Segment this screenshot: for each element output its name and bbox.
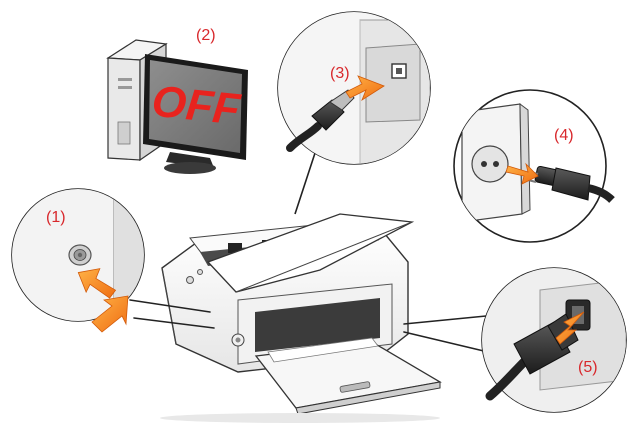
callout-5-ac-inlet: (5) [482, 268, 629, 418]
callout-1-power-button: (1) [10, 185, 154, 332]
step-label-3: (3) [330, 65, 350, 82]
printer-icon [160, 214, 440, 423]
step-label-5: (5) [578, 359, 598, 376]
step-label-1: (1) [46, 209, 66, 226]
callout-3-usb-cable: (3) [278, 12, 438, 172]
power-button-icon [69, 245, 91, 265]
callout-4-wall-outlet: (4) [454, 90, 612, 242]
step-label-2: (2) [196, 27, 216, 44]
monitor-icon: OFF [143, 54, 248, 174]
step-label-4: (4) [554, 127, 574, 144]
monitor-off-text: OFF [150, 77, 244, 135]
